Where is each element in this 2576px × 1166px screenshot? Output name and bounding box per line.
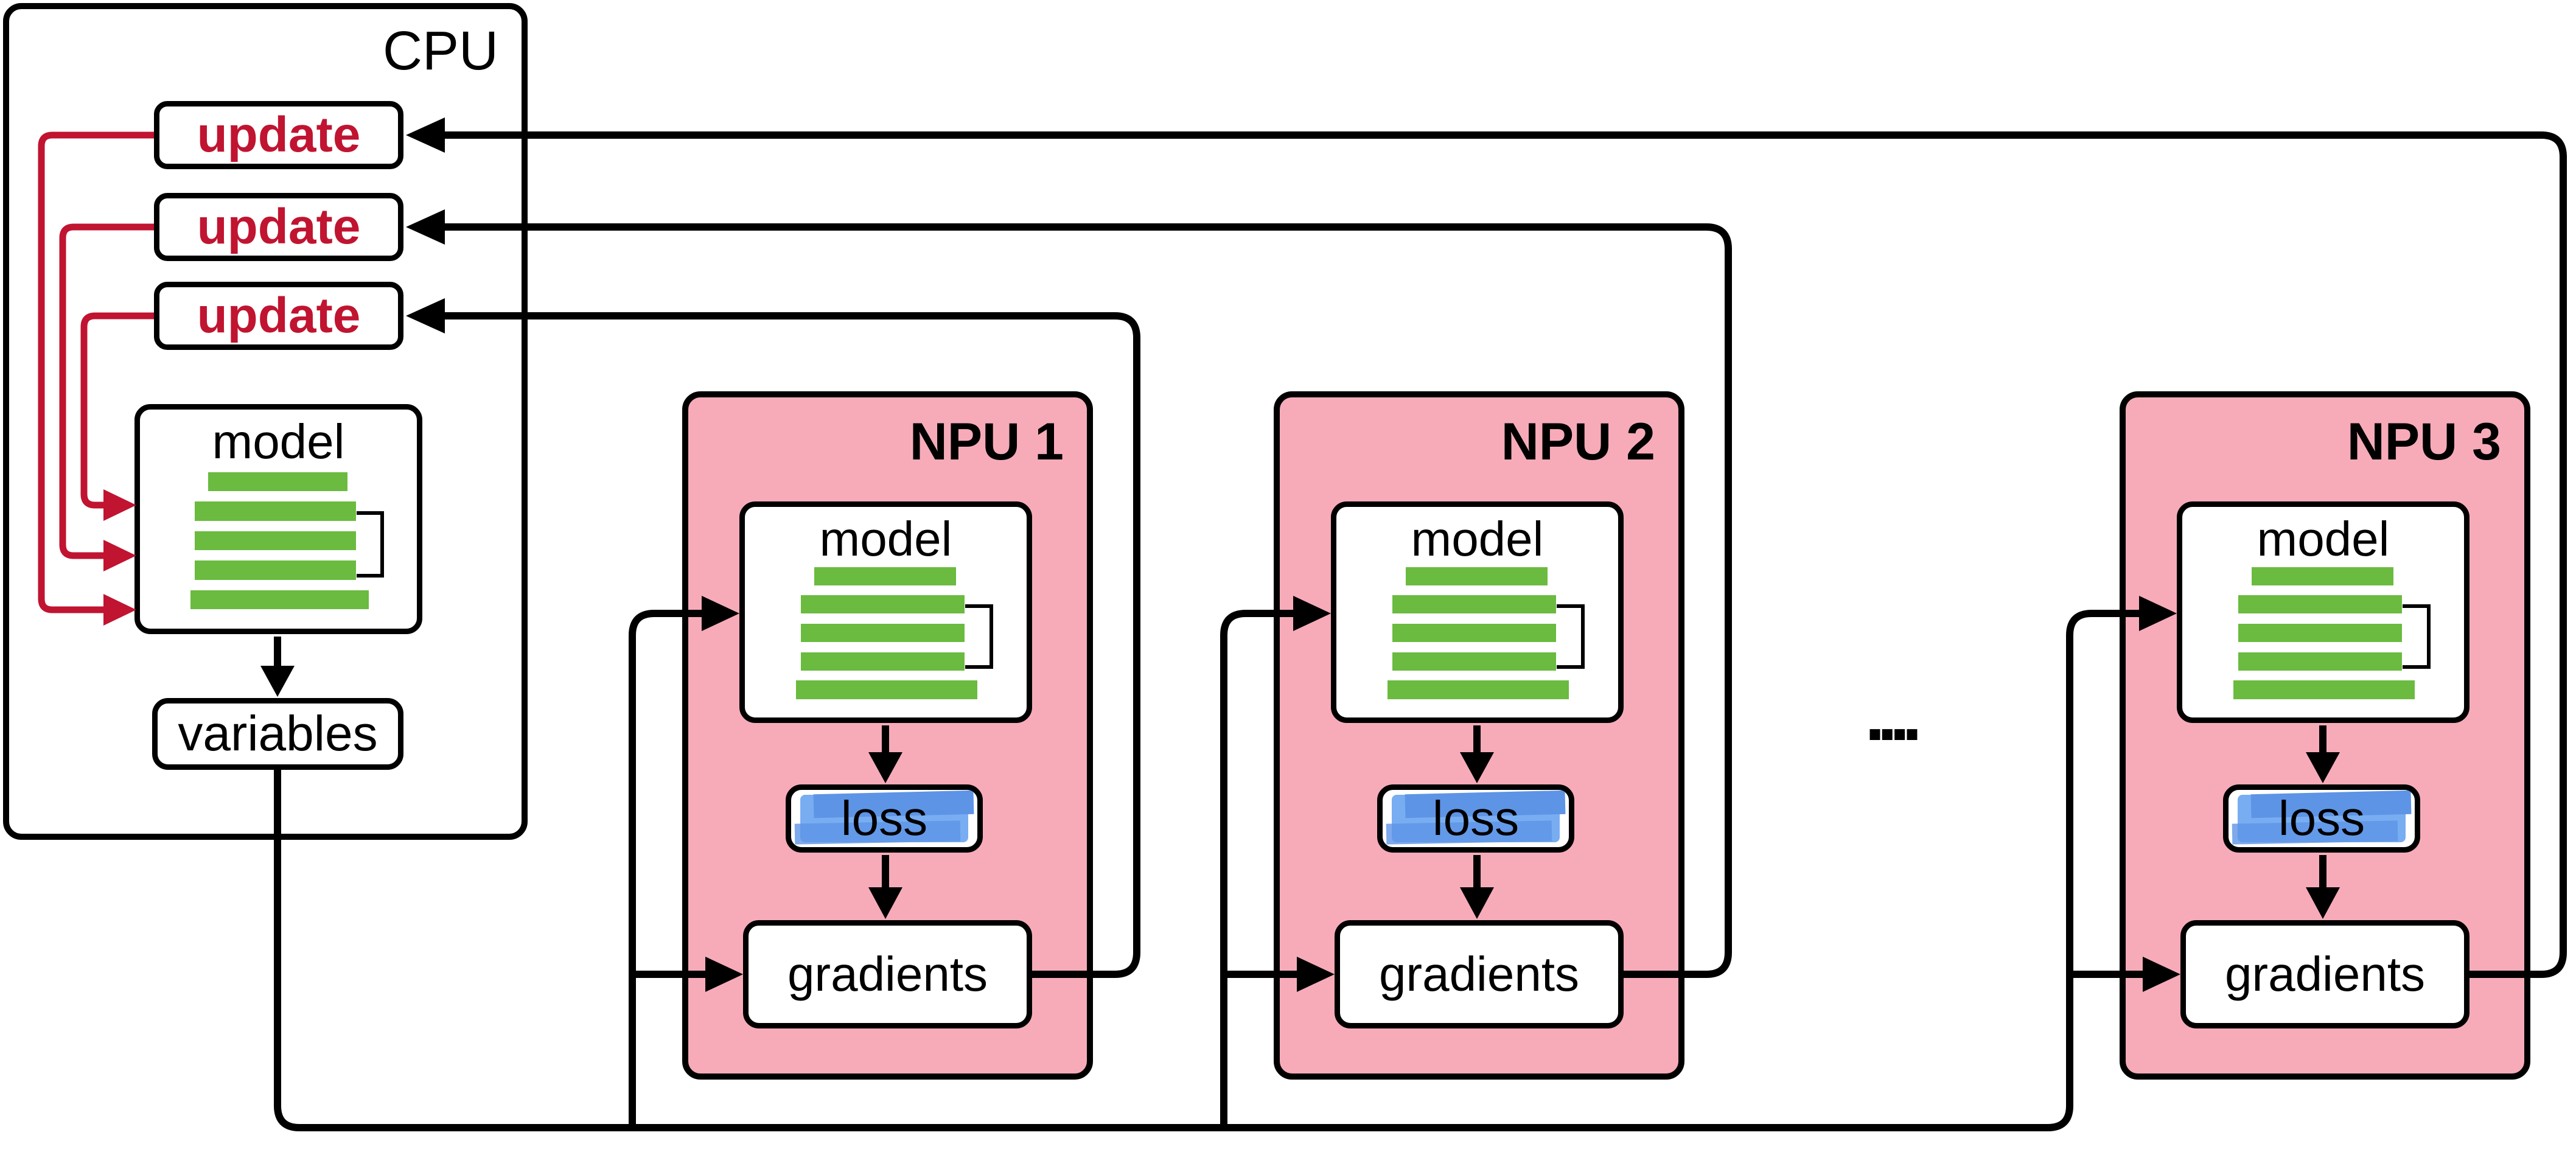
npu3-label: NPU 3 [2347, 413, 2501, 471]
layer-bar [1405, 567, 1548, 585]
layer-bracket [2403, 604, 2431, 669]
npu2-label: NPU 2 [1501, 413, 1655, 471]
layer-bar [800, 595, 965, 614]
layer-bar [1392, 652, 1557, 671]
layer-bar [1392, 595, 1557, 614]
layer-bracket [1557, 604, 1585, 669]
layer-bar [190, 590, 369, 610]
update-box-3: update [154, 282, 403, 350]
layer-bracket [965, 604, 993, 669]
npu3-model-label: model [2257, 511, 2390, 566]
more-npus-ellipsis: .... [1865, 674, 1922, 756]
layer-bar [1392, 624, 1557, 643]
layer-bar [800, 652, 965, 671]
npu2-loss-label: loss [1432, 791, 1520, 845]
update-label-1: update [197, 107, 361, 162]
npu1-label: NPU 1 [909, 413, 1064, 471]
cpu-model-box: model [134, 404, 422, 634]
npu1-loss-box: loss [786, 784, 983, 853]
npu2-model-label: model [1411, 511, 1544, 566]
npu3-loss-label: loss [2278, 791, 2365, 845]
layer-bar [800, 624, 965, 643]
layer-bracket [356, 511, 384, 578]
npu1-gradients-box: gradients [743, 920, 1032, 1028]
variables-box: variables [152, 698, 403, 770]
npu3-gradients-box: gradients [2180, 920, 2470, 1028]
layer-bar [814, 567, 957, 585]
layer-bar [195, 501, 356, 521]
npu1-model-label: model [819, 511, 952, 566]
cpu-model-label: model [212, 414, 345, 469]
update-box-2: update [154, 193, 403, 261]
npu2-gradients-box: gradients [1335, 920, 1624, 1028]
npu2-gradients-label: gradients [1378, 947, 1580, 1001]
npu2-model-box: model [1331, 501, 1624, 723]
npu3-gradients-label: gradients [2224, 947, 2426, 1001]
layer-bar [2233, 680, 2415, 699]
update-box-1: update [154, 101, 403, 169]
layer-bar [2238, 595, 2403, 614]
cpu-label: CPU [382, 21, 498, 82]
update-label-3: update [197, 288, 361, 343]
layer-bar [2251, 567, 2394, 585]
layer-bar [2238, 624, 2403, 643]
layer-bar [195, 560, 356, 580]
npu1-model-box: model [739, 501, 1032, 723]
update-label-2: update [197, 199, 361, 254]
npu1-loss-label: loss [840, 791, 928, 845]
npu3-loss-box: loss [2223, 784, 2420, 853]
npu3-model-box: model [2177, 501, 2470, 723]
npu1-gradients-label: gradients [787, 947, 988, 1001]
layer-bar [195, 531, 356, 551]
layer-bar [208, 472, 348, 491]
layer-bar [1387, 680, 1569, 699]
variables-label: variables [178, 706, 378, 761]
npu2-loss-box: loss [1377, 784, 1574, 853]
layer-bar [796, 680, 978, 699]
layer-bar [2238, 652, 2403, 671]
